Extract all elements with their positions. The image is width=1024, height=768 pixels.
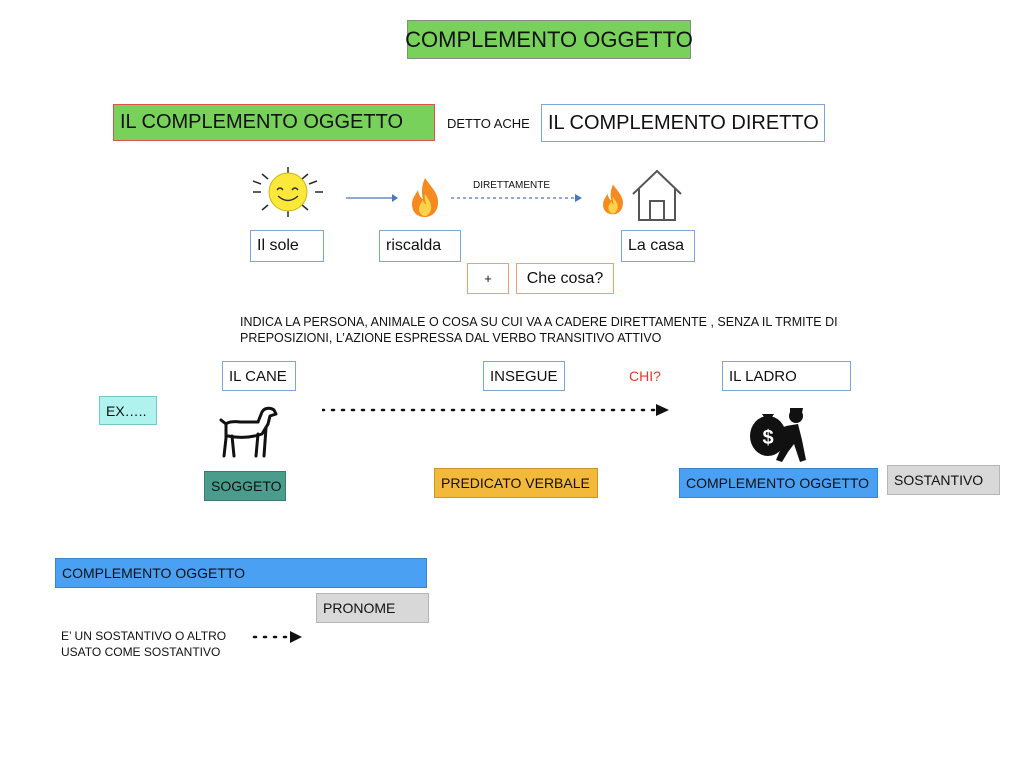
plus-box: + [467, 263, 509, 294]
sun-icon [252, 167, 323, 217]
dashed-arrow [451, 194, 582, 202]
dog-icon [219, 406, 278, 458]
ex-box: EX….. [99, 396, 157, 425]
explanation-line-1: INDICA LA PERSONA, ANIMALE O COSA SU CUI… [240, 315, 838, 329]
subject-role-box: SOGGETO [204, 471, 286, 501]
thief-icon: $ [750, 408, 806, 462]
fire-icon [603, 184, 624, 215]
fire-icon [412, 178, 439, 217]
question2-text: CHI? [629, 368, 661, 384]
small-dotted-arrow [252, 631, 302, 643]
alias-box: IL COMPLEMENTO DIRETTO [541, 104, 825, 142]
note-line-1: E’ UN SOSTANTIVO O ALTRO [61, 629, 227, 643]
arrow-sun-verb [346, 194, 398, 202]
verb-role-box: PREDICATO VERBALE [434, 468, 598, 498]
note-line-2: USATO COME SOSTANTIVO [61, 645, 221, 659]
object-role-box: COMPLEMENTO OGGETTO [679, 468, 878, 498]
term-box: IL COMPLEMENTO OGGETTO [113, 104, 435, 141]
pronoun-box: PRONOME [316, 593, 429, 623]
arrow-label: DIRETTAMENTE [473, 180, 551, 191]
question-box: Che cosa? [516, 263, 614, 294]
subject2-box: IL CANE [222, 361, 296, 391]
verb2-box: INSEGUE [483, 361, 565, 391]
subject-box: Il sole [250, 230, 324, 262]
connector-text: DETTO ACHE [447, 116, 530, 131]
bottom-header-box: COMPLEMENTO OGGETTO [55, 558, 427, 588]
house-icon [632, 169, 682, 221]
object2-box: IL LADRO [722, 361, 851, 391]
object-box: La casa [621, 230, 695, 262]
page-title: COMPLEMENTO OGGETTO [405, 20, 693, 59]
explanation-line-2: PREPOSIZIONI, L’AZIONE ESPRESSA DAL VERB… [240, 331, 662, 345]
dotted-arrow [322, 404, 669, 416]
verb-box: riscalda [379, 230, 461, 262]
svg-text:$: $ [762, 427, 773, 449]
object-type-box: SOSTANTIVO [887, 465, 1000, 495]
